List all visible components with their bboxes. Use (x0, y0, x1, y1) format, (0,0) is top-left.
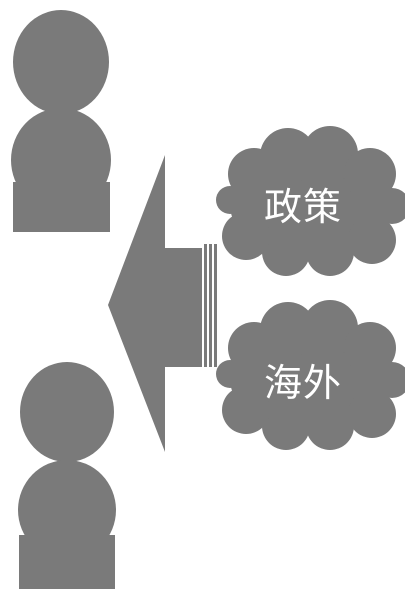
person-icon-bottom (18, 362, 116, 589)
person-icon-top (11, 10, 111, 232)
cloud-label-overseas: 海外 (264, 361, 343, 405)
left-arrow-shape (108, 155, 217, 452)
cloud-label-policy: 政策 (264, 185, 343, 229)
cloud-icon-top (216, 126, 405, 276)
cloud-icon-bottom (216, 300, 405, 450)
